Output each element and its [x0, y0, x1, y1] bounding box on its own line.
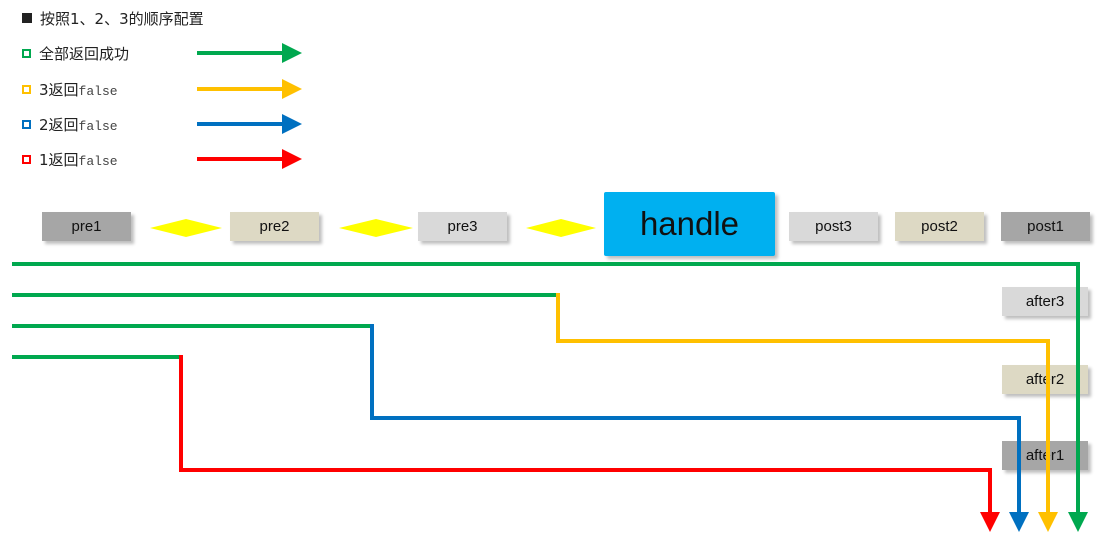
legend-label: 2返回	[39, 115, 79, 134]
red-square-icon	[22, 154, 31, 164]
node-post2: post2	[895, 212, 984, 241]
node-pre2: pre2	[230, 212, 319, 241]
legend-label-code: false	[78, 83, 118, 99]
node-pre1: pre1	[42, 212, 131, 241]
legend-label-group: 3返回false	[39, 79, 118, 100]
green-square-icon	[22, 48, 31, 58]
legend-title-row: 按照1、2、3的顺序配置	[22, 6, 204, 30]
legend-item-pre3-false: 3返回false	[22, 77, 118, 101]
connector-diamond-3	[526, 219, 596, 237]
node-after1: after1	[1002, 441, 1088, 470]
legend-label-code: false	[78, 153, 118, 169]
legend-label-group: 2返回false	[39, 114, 118, 135]
node-pre3: pre3	[418, 212, 507, 241]
node-handle: handle	[604, 192, 775, 256]
legend-item-pre1-false: 1返回false	[22, 147, 118, 171]
legend-label-code: false	[78, 118, 118, 134]
legend-title: 按照1、2、3的顺序配置	[40, 9, 204, 28]
node-post1: post1	[1001, 212, 1090, 241]
connector-diamond-2	[339, 219, 413, 237]
legend-label: 3返回	[39, 80, 79, 99]
node-after3: after3	[1002, 287, 1088, 316]
legend-item-success: 全部返回成功	[22, 41, 129, 65]
flow-pre3-false-yellow	[556, 293, 1058, 532]
legend-label: 全部返回成功	[39, 44, 130, 63]
legend-label-group: 1返回false	[39, 149, 118, 170]
flow-pre1-false-red	[179, 355, 1000, 532]
node-after2: after2	[1002, 365, 1088, 394]
flow-pre2-false-blue	[370, 324, 1029, 532]
node-post3: post3	[789, 212, 878, 241]
blue-square-icon	[22, 119, 31, 129]
flow-all-success	[12, 262, 1088, 532]
legend-label: 1返回	[39, 150, 79, 169]
bullet-square-icon	[22, 13, 32, 23]
connector-diamond-1	[150, 219, 222, 237]
yellow-square-icon	[22, 84, 31, 94]
legend-item-pre2-false: 2返回false	[22, 112, 118, 136]
